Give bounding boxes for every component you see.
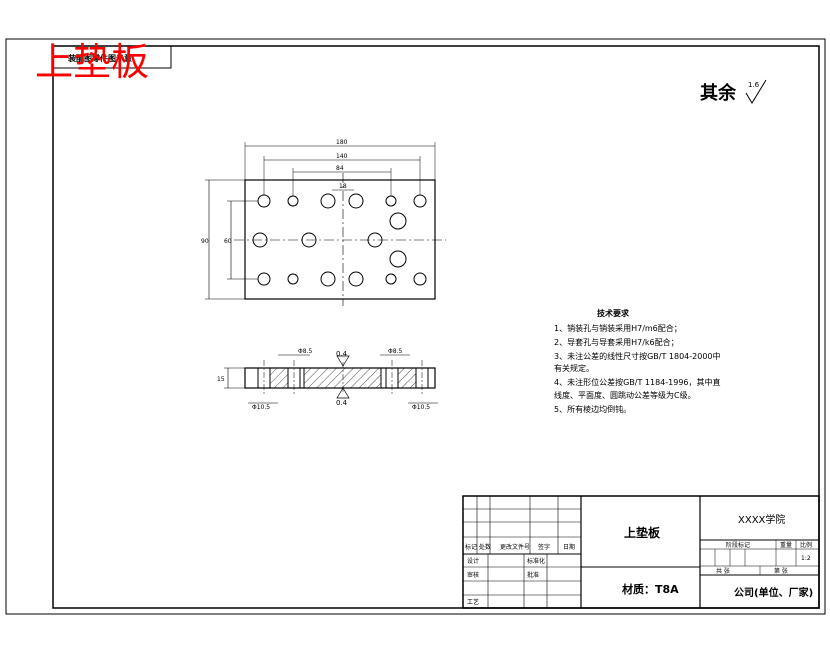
dim-inner-holes: 84	[336, 165, 344, 172]
tech-requirements: 技术要求 1、销装孔与销装采用H7/m6配合； 2、导套孔与导套采用H7/k6配…	[554, 308, 721, 414]
part-name: 上垫板	[624, 525, 661, 540]
label-mark: 标记	[465, 543, 477, 551]
dim-row-spacing: 60	[224, 238, 232, 245]
label-change-doc: 更改文件号	[500, 543, 530, 551]
label-weight: 重量	[780, 541, 792, 549]
label-check: 审核	[467, 571, 479, 579]
surface-finish-label: 其余	[700, 82, 737, 104]
label-design: 设计	[467, 557, 479, 565]
tech-line-5: 4、未注形位公差按GB/T 1184-1996，其中直	[554, 377, 721, 387]
dim-right-bottom: Φ10.5	[412, 404, 430, 411]
label-sheets: 共 张	[716, 567, 730, 575]
dim-overall-width: 180	[336, 139, 348, 146]
dim-thickness: 15	[217, 376, 225, 383]
dim-left-bottom: Φ10.5	[252, 404, 270, 411]
roughness-bottom-value: 0.4	[336, 399, 348, 407]
dim-overall-height: 90	[201, 238, 209, 245]
tech-line-2: 2、导套孔与导套采用H7/k6配合；	[554, 337, 679, 347]
label-approve: 批准	[527, 571, 539, 579]
scale-value: 1:2	[801, 555, 811, 562]
dim-center-gap: 18	[339, 183, 347, 190]
title-block	[462, 495, 820, 609]
label-sheet: 第 张	[774, 567, 788, 575]
surface-finish-note: 其余 1.6	[700, 79, 767, 104]
section-dimension-labels: Φ8.5 Φ8.5 Φ10.5 Φ10.5 15 0.4 0.4	[217, 348, 430, 411]
material: 材质：T8A	[622, 582, 679, 596]
tech-line-1: 1、销装孔与销装采用H7/m6配合；	[554, 323, 682, 333]
tech-line-3: 3、未注公差的线性尺寸按GB/T 1804-2000中	[554, 351, 721, 361]
label-signature: 签字	[538, 543, 550, 551]
inner-frame	[52, 45, 820, 609]
label-scale: 比例	[800, 541, 812, 549]
surface-finish-value: 1.6	[748, 81, 760, 89]
big-red-title: 上垫板	[35, 40, 149, 84]
school: XXXX学院	[738, 513, 785, 526]
dim-right-top: Φ8.5	[388, 348, 402, 355]
dim-outer-holes: 140	[336, 153, 348, 160]
plan-view	[205, 142, 446, 306]
section-view	[224, 354, 438, 404]
label-count: 处数	[479, 543, 491, 551]
label-date: 日期	[563, 543, 575, 551]
tech-line-4: 有关规定。	[554, 363, 594, 373]
roughness-symbol-icon	[745, 79, 767, 104]
plate-outline	[244, 179, 436, 300]
title-block-text: 上垫板 材质：T8A XXXX学院 公司(单位、厂家) 标记 处数 更改文件号 …	[465, 513, 813, 606]
roughness-top-value: 0.4	[336, 350, 348, 358]
tech-line-7: 5、所有棱边均倒钝。	[554, 404, 631, 414]
plan-dimension-labels: 180 140 84 18 90 60	[201, 139, 348, 245]
stamp-box	[52, 45, 172, 69]
dim-left-top: Φ8.5	[298, 348, 312, 355]
outer-border	[5, 38, 826, 615]
label-stage-mark: 阶段标记	[726, 541, 750, 549]
label-process: 工艺	[467, 598, 479, 606]
tech-line-6: 线度、平面度、圆跳动公差等级为C级。	[554, 390, 696, 400]
stamp-text: 装配图零件图示意	[67, 53, 132, 63]
tech-title: 技术要求	[597, 308, 630, 318]
label-standard: 标准化	[527, 557, 545, 565]
company: 公司(单位、厂家)	[734, 586, 813, 599]
